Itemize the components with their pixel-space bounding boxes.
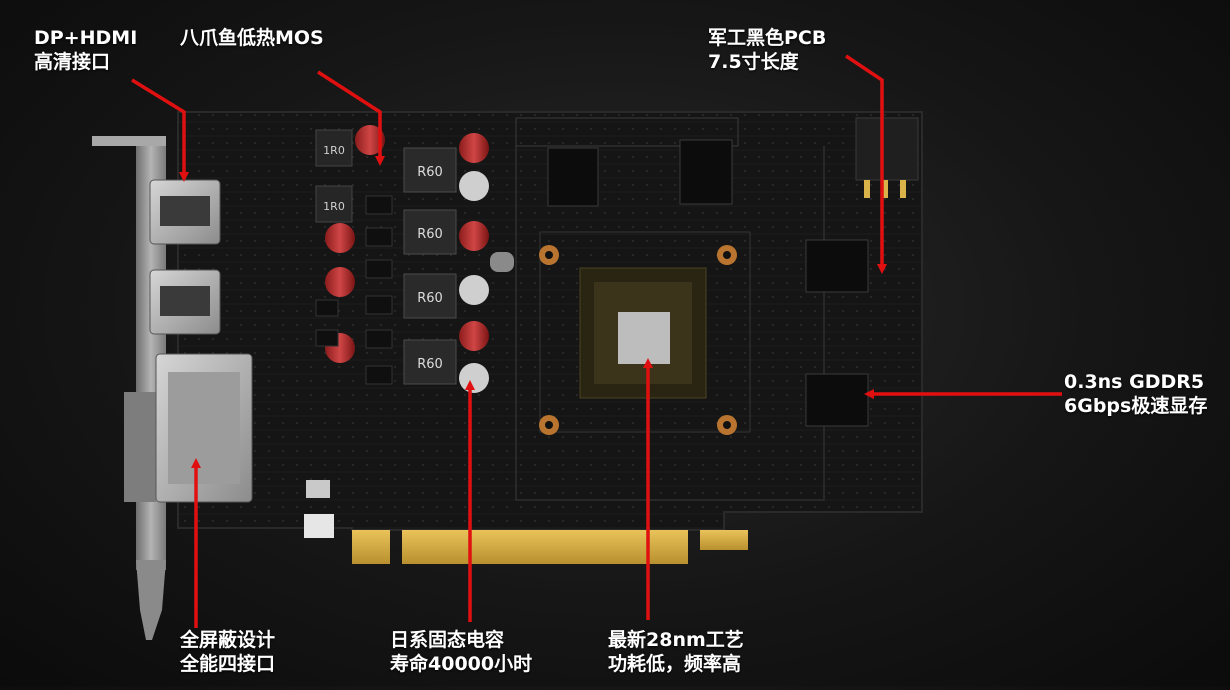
shield-label-line1: 全屏蔽设计 [180,629,276,651]
pcb-label-line1: 军工黑色PCB [708,27,827,49]
arrow-ports [131,78,189,182]
gpu-label: 最新28nm工艺 功耗低，频率高 [608,628,744,676]
gddr5-memory-chips [547,139,869,427]
gpu-die [579,267,707,399]
svg-text:R60: R60 [417,165,443,180]
choke-1r0-a: 1R0 [315,129,353,167]
annotation-arrows [131,54,1062,628]
shield-label-line2: 全能四接口 [180,653,276,675]
memory-label-line2: 6Gbps极速显存 [1064,395,1208,417]
caps-label: 日系固态电容 寿命40000小时 [390,628,532,676]
inductor-r60-2: R60 [403,209,457,255]
memory-label-line1: 0.3ns GDDR5 [1064,371,1205,393]
inductor-r60-1: R60 [403,147,457,193]
power-connector [855,117,919,198]
gpu-outline [539,231,751,433]
caps-label-line1: 日系固态电容 [390,629,505,651]
svg-text:1R0: 1R0 [323,144,345,157]
arrow-pcb [845,54,887,274]
ports-label: DP+HDMI 高清接口 [34,26,137,74]
inductor-r60-3: R60 [403,273,457,319]
pcb-label-line2: 7.5寸长度 [708,51,799,73]
mosfets [315,195,393,385]
memory-label: 0.3ns GDDR5 6Gbps极速显存 [1064,370,1207,418]
pcie-gold-fingers [352,530,748,564]
svg-text:1R0: 1R0 [323,200,345,213]
ports-label-line1: DP+HDMI [34,27,138,49]
arrow-mos [317,70,385,166]
barcode-sticker [304,514,334,538]
choke-1r0-b: 1R0 [315,185,353,223]
crystal-oscillator [490,252,514,272]
mos-label: 八爪鱼低热MOS [180,26,324,50]
gpu-label-line1: 最新28nm工艺 [608,629,744,651]
svg-text:R60: R60 [417,227,443,242]
gpu-label-line2: 功耗低，频率高 [608,653,742,675]
pcb-label: 军工黑色PCB 7.5寸长度 [708,26,826,74]
fan-header [306,480,330,498]
ports-label-line2: 高清接口 [34,51,111,73]
mounting-holes [539,245,737,435]
svg-text:R60: R60 [417,291,443,306]
hdmi-port [149,179,221,245]
caps-label-line2: 寿命40000小时 [390,653,533,675]
inductor-r60-4: R60 [403,339,457,385]
dvi-port [124,353,253,503]
svg-text:R60: R60 [417,357,443,372]
shield-label: 全屏蔽设计 全能四接口 [180,628,275,676]
mos-label-line1: 八爪鱼低热MOS [180,27,324,49]
displayport-port [149,269,221,335]
